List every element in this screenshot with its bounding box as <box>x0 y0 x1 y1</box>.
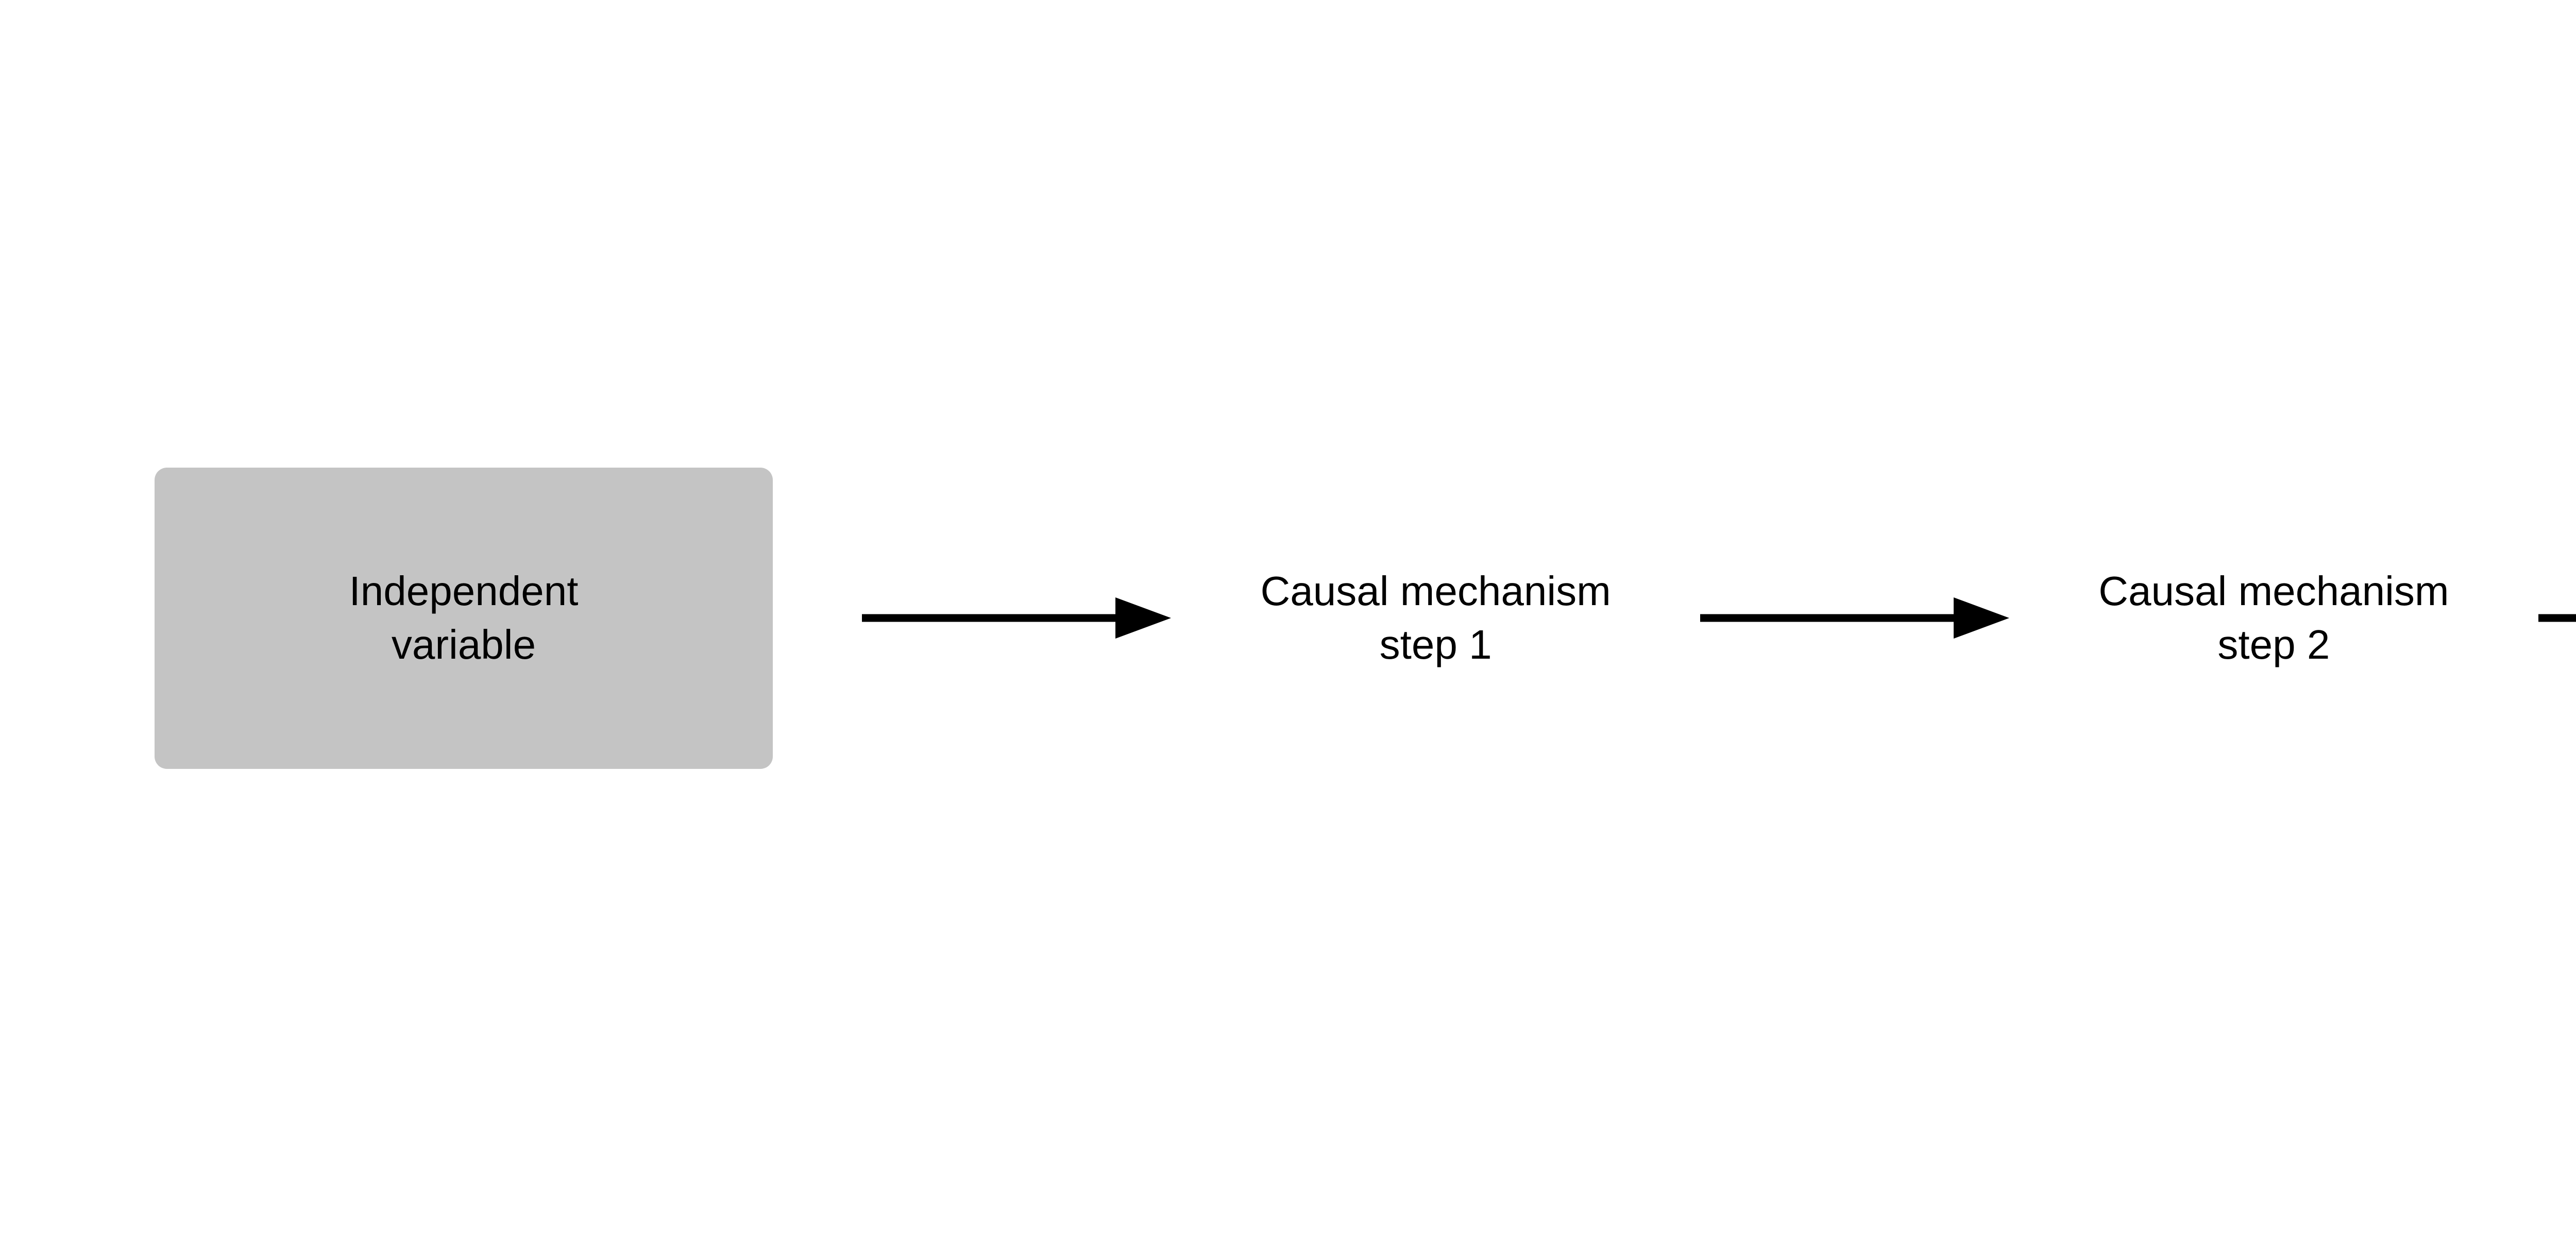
node-causal-mechanism-step-1: Causal mechanism step 1 <box>1260 568 1611 667</box>
node-independent-variable: Independent variable <box>155 467 773 769</box>
node-causal-mechanism-step-2: Causal mechanism step 2 <box>2098 568 2449 667</box>
arrow-right-icon <box>2538 614 2576 622</box>
arrow-right-icon <box>862 597 1172 639</box>
arrow-right-icon <box>1700 597 2009 639</box>
